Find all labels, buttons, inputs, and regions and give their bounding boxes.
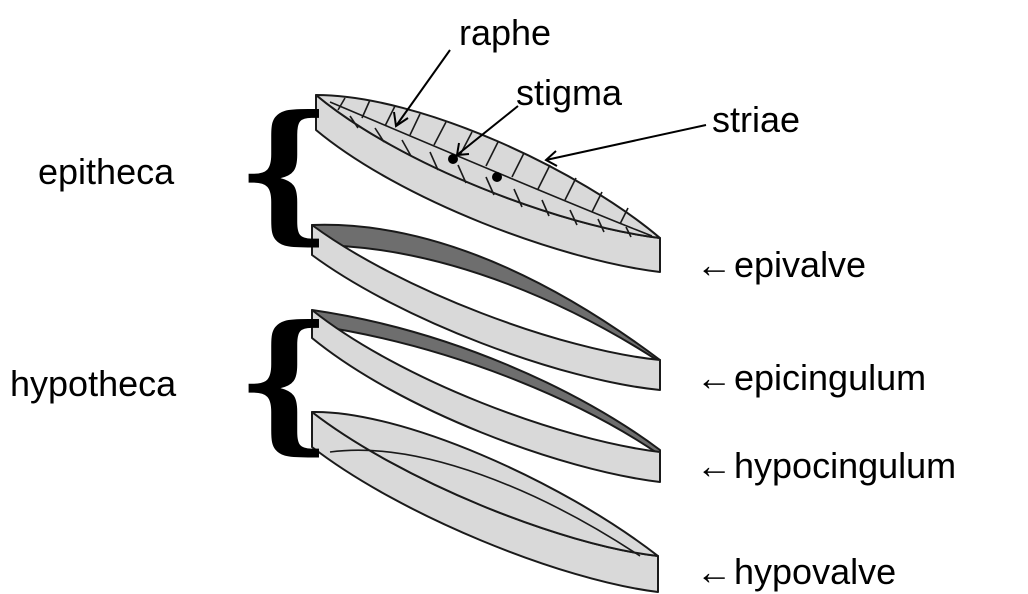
hypovalve-callout: ← hypovalve [696, 551, 896, 592]
hypotheca-brace: { [236, 293, 332, 469]
epivalve-callout: ← epivalve [696, 244, 866, 285]
epicingulum-label: epicingulum [734, 357, 926, 398]
striae-leader [546, 125, 706, 160]
hypovalve-shell [312, 412, 658, 592]
raphe-label: raphe [459, 12, 551, 53]
epicingulum-arrow: ← [696, 357, 732, 398]
epivalve-arrow: ← [696, 244, 732, 285]
epivalve-label: epivalve [734, 244, 866, 285]
hypovalve-arrow: ← [696, 551, 732, 592]
hypotheca-label: hypotheca [10, 363, 177, 404]
epitheca-label: epitheca [38, 151, 175, 192]
striae-label: striae [712, 99, 800, 140]
stigma-label: stigma [516, 72, 623, 113]
central-nodule-dot [492, 172, 502, 182]
hypocingulum-arrow: ← [696, 445, 732, 486]
hypocingulum-label: hypocingulum [734, 445, 956, 486]
epitheca-brace: { [236, 83, 332, 259]
epicingulum-callout: ← epicingulum [696, 357, 926, 398]
hypocingulum-callout: ← hypocingulum [696, 445, 956, 486]
hypovalve-label: hypovalve [734, 551, 896, 592]
